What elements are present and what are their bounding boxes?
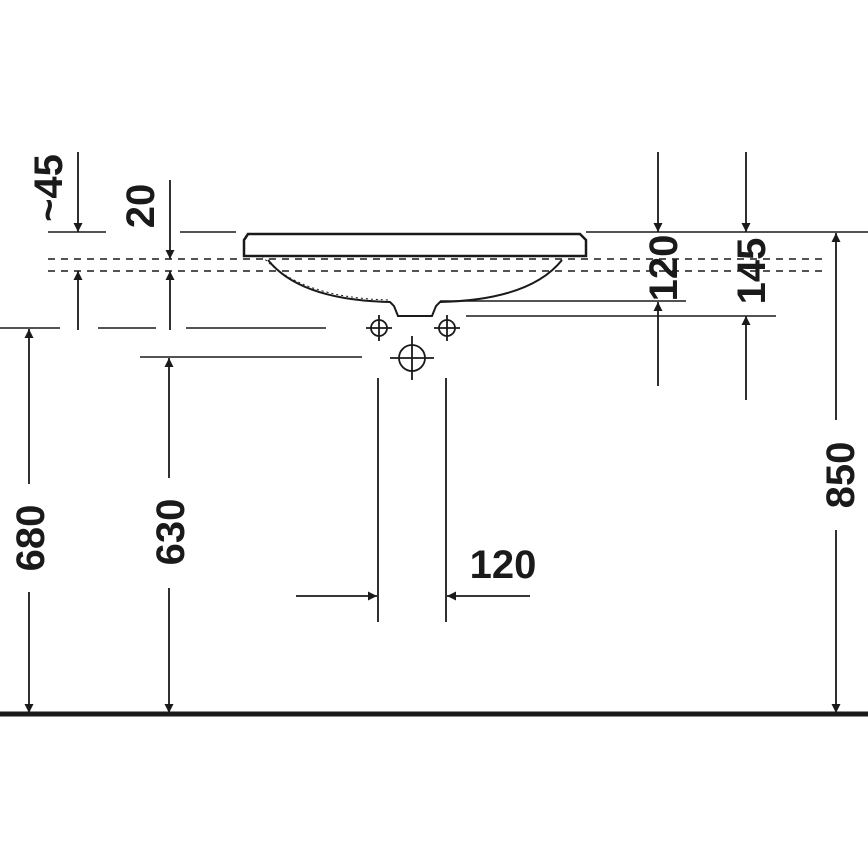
dim-label-total-depth: 145 — [730, 238, 774, 305]
dim-label-floor-to-outlet: 680 — [9, 505, 53, 572]
dim-label-floor-to-trap: 630 — [149, 499, 193, 566]
dimension-arrows — [24, 152, 841, 713]
tap-hole-right-icon — [434, 315, 460, 341]
dim-label-floor-to-rim: 850 — [819, 442, 863, 509]
trap-extension-lines — [377, 378, 447, 622]
dim-label-trap-width: 120 — [470, 543, 537, 587]
waste-outlet-icon — [390, 336, 434, 380]
dim-label-rim-thickness: 20 — [119, 184, 163, 229]
dim-label-overflow-depth: ~45 — [27, 154, 71, 222]
reference-lines — [0, 231, 868, 358]
overflow-dashed-lines — [48, 258, 826, 272]
tap-hole-left-icon — [366, 315, 392, 341]
washbasin-outline — [242, 232, 588, 317]
dim-label-bowl-depth: 120 — [642, 235, 686, 302]
